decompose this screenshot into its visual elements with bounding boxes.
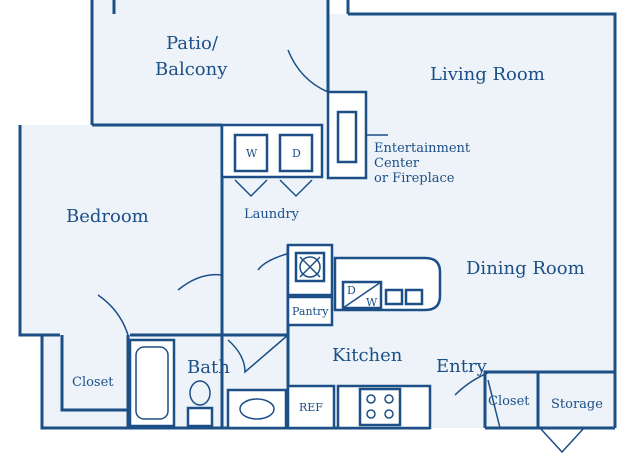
bedroom-label: Bedroom <box>66 206 149 227</box>
laundry-area <box>220 123 324 198</box>
entertainment-label-line3: or Fireplace <box>374 171 455 186</box>
dishwasher-label-d: D <box>347 284 356 297</box>
bath-fixtures <box>128 338 288 430</box>
entry-label: Entry <box>436 356 488 377</box>
storage-label: Storage <box>551 397 603 412</box>
dining-room-label: Dining Room <box>466 258 585 279</box>
door-swings <box>97 49 585 454</box>
bathtub-icon <box>128 338 176 428</box>
patio-label-line1: Patio/ <box>166 33 219 54</box>
entertainment-center <box>326 90 388 180</box>
washer-label: W <box>246 147 258 160</box>
entry-closet-label: Closet <box>488 394 530 409</box>
dishwasher-label-w: W <box>366 296 378 309</box>
entertainment-label-line2: Center <box>374 156 420 171</box>
bath-label: Bath <box>187 357 230 378</box>
laundry-label: Laundry <box>244 207 300 222</box>
bedroom-closet-label: Closet <box>72 375 114 390</box>
entertainment-label-line1: Entertainment <box>374 141 471 156</box>
floor-fill <box>20 0 615 428</box>
refrigerator-label: REF <box>299 401 323 414</box>
kitchen-label: Kitchen <box>332 345 403 366</box>
washer-icon <box>233 133 269 173</box>
dryer-icon <box>278 133 314 173</box>
kitchen-area <box>257 243 442 430</box>
patio-label-line2: Balcony <box>155 59 228 80</box>
living-room-label: Living Room <box>430 64 545 85</box>
pantry-label: Pantry <box>292 305 329 318</box>
dryer-label: D <box>292 147 301 160</box>
